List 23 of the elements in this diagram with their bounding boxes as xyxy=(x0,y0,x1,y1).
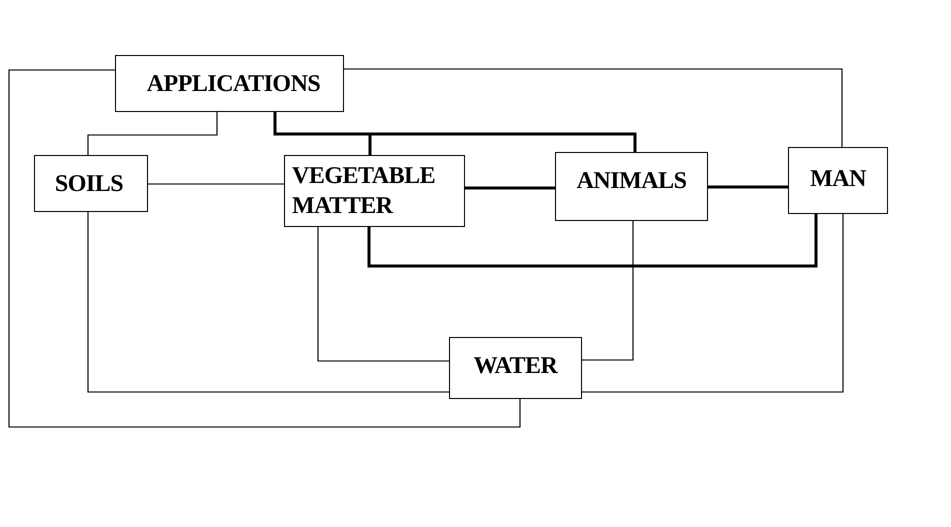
box-label: WATER xyxy=(474,352,558,381)
box-label: VEGETABLE MATTER xyxy=(292,162,436,221)
connector-line xyxy=(148,183,284,185)
connector-line xyxy=(317,227,449,362)
connector-line xyxy=(582,221,634,361)
connector-line xyxy=(368,214,818,268)
concept-box xyxy=(34,155,148,212)
concept-box xyxy=(555,152,708,221)
connector-line xyxy=(344,68,843,147)
connector-line xyxy=(582,214,844,393)
connector-line xyxy=(708,186,788,188)
connector-line xyxy=(87,212,449,393)
box-label: ANIMALS xyxy=(576,167,686,196)
box-label: SOILS xyxy=(54,170,124,198)
box-label: APPLICATIONS xyxy=(146,70,320,98)
connector-line xyxy=(87,112,218,155)
connector-line xyxy=(465,186,555,190)
concept-box xyxy=(115,55,344,112)
connector-line xyxy=(274,112,636,152)
concept-box xyxy=(449,337,582,399)
box-label: MAN xyxy=(810,164,866,194)
concept-box xyxy=(788,147,888,214)
concept-box xyxy=(284,155,465,227)
